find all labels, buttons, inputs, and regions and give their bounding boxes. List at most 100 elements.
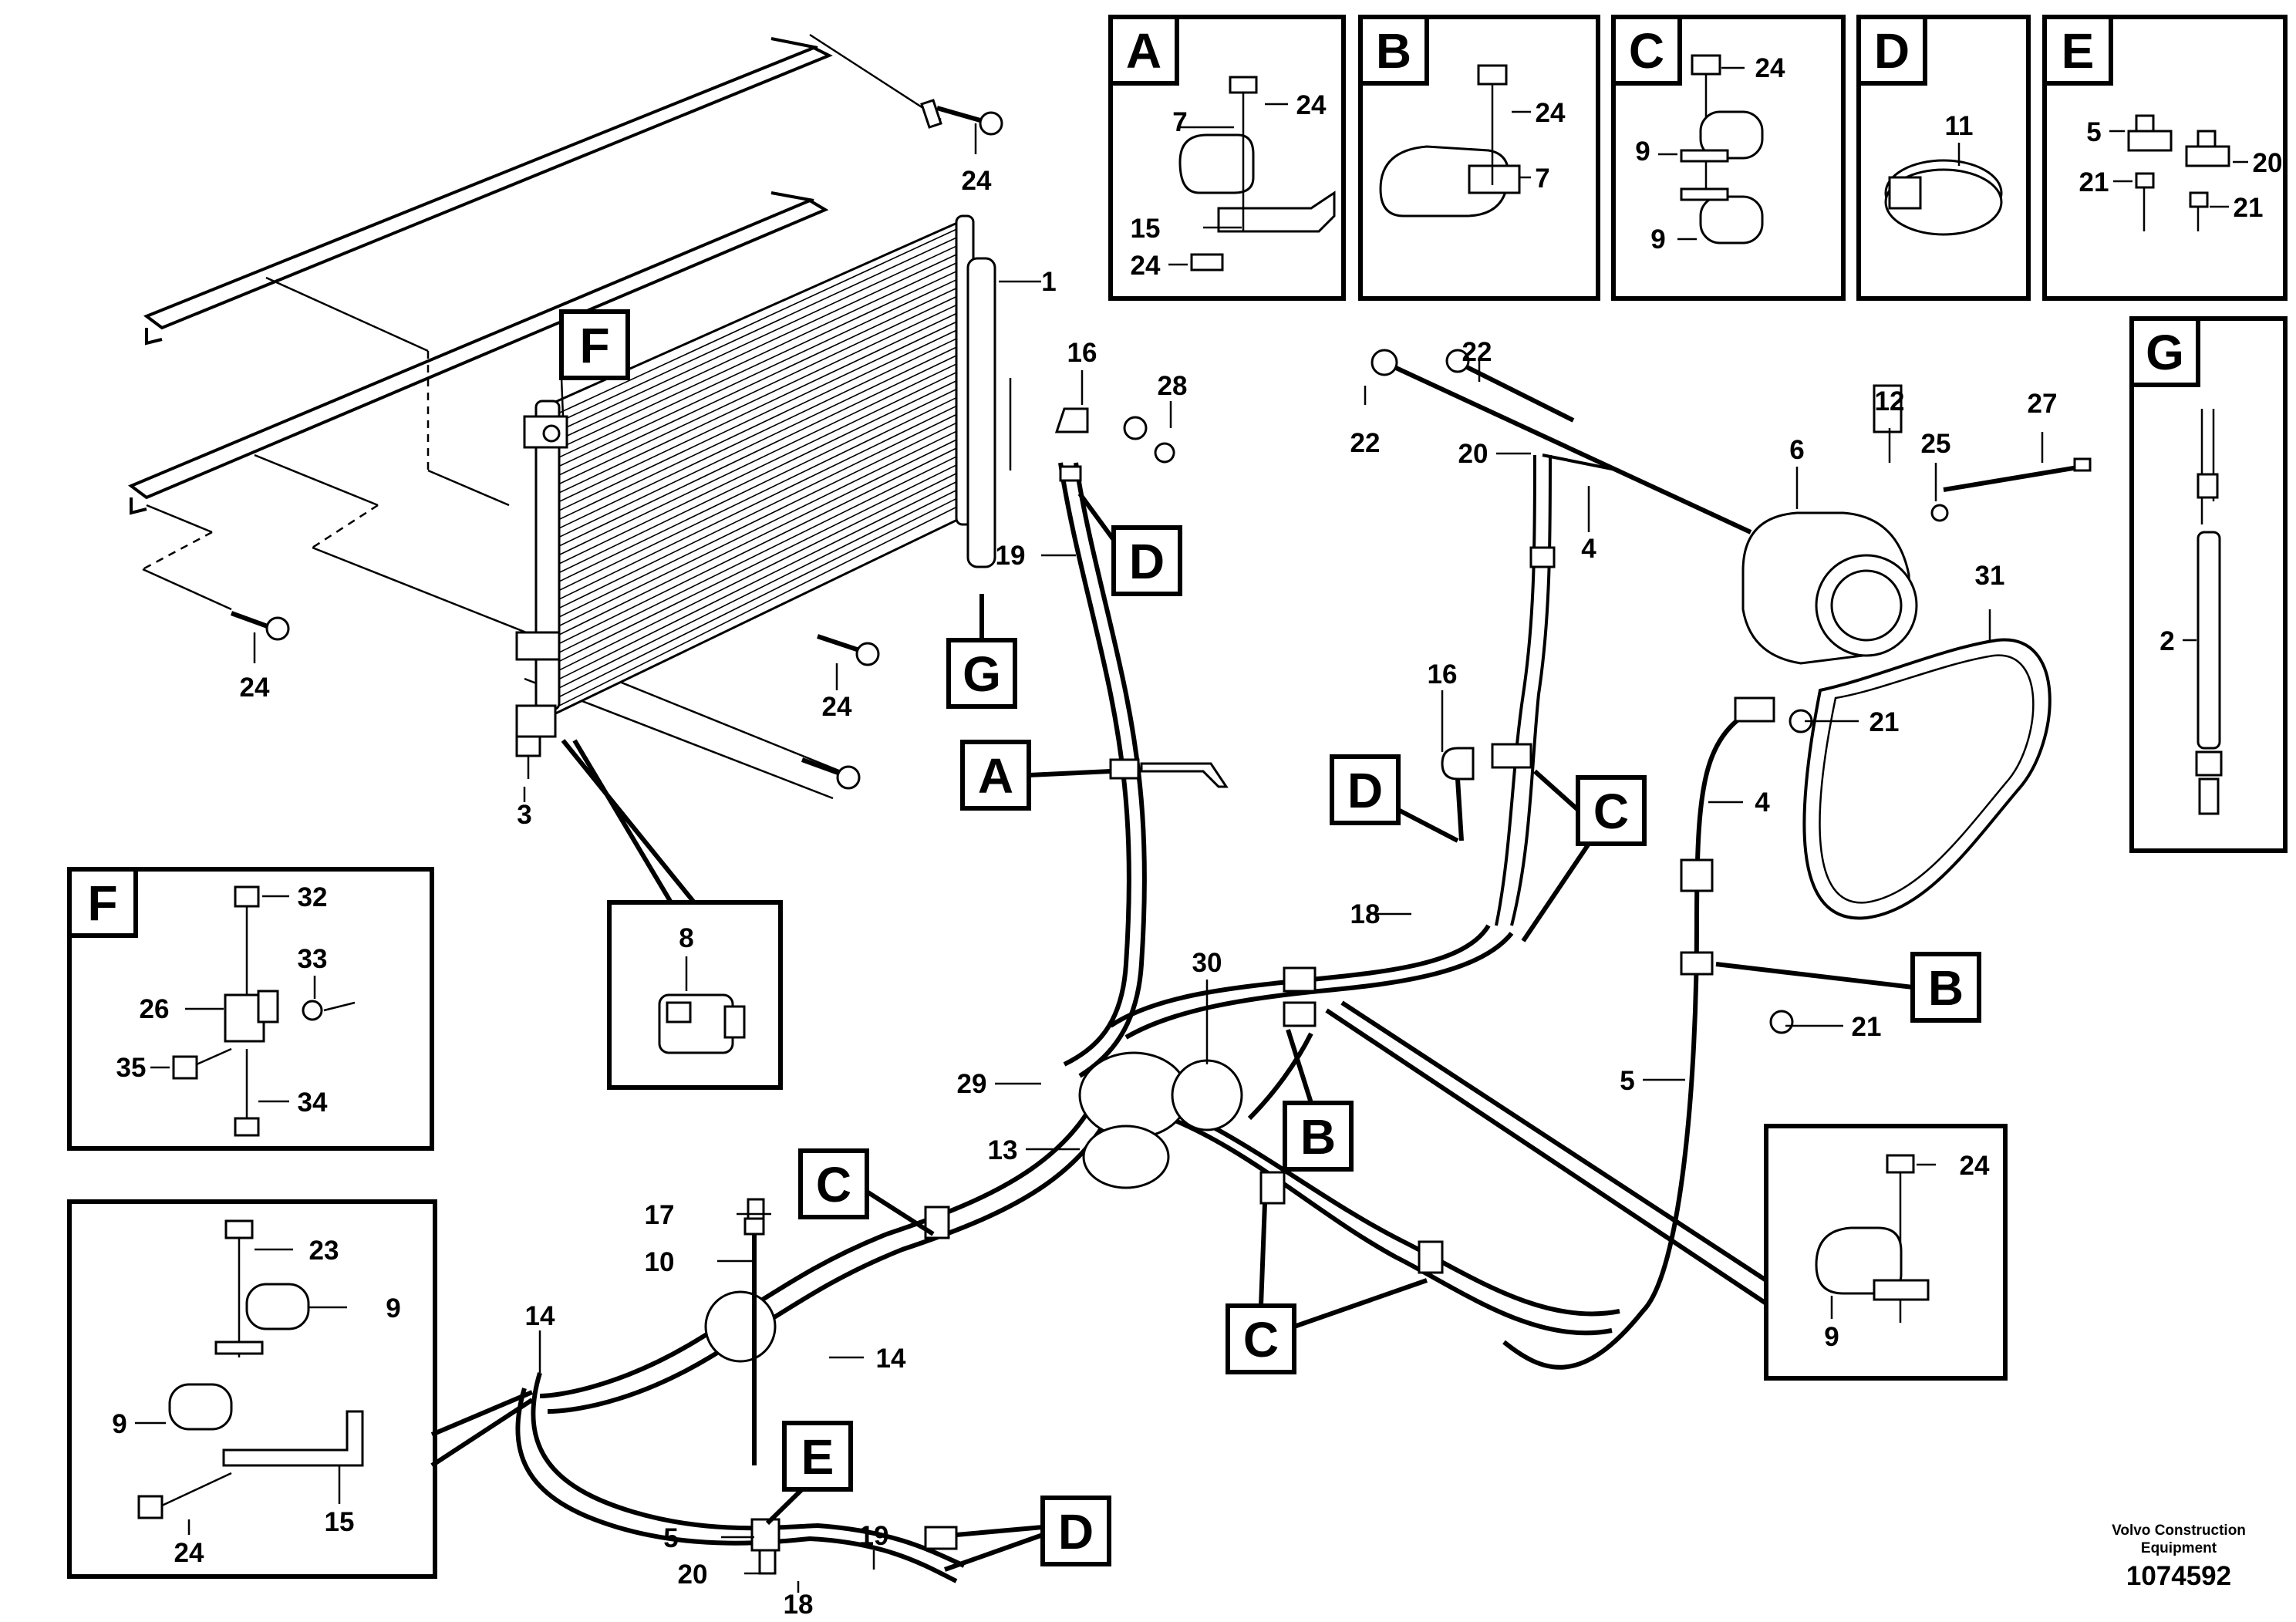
condenser-fin (551, 302, 961, 497)
callout-17: 17 (645, 1200, 675, 1230)
condenser-fin (551, 227, 961, 417)
main-letter-c2: C (816, 1157, 851, 1212)
main-letter-c3: C (1243, 1312, 1279, 1367)
detail-box-d: D 11 (1856, 15, 2031, 301)
main-letter-boxes: F G A D D C B B C C (430, 309, 1981, 1572)
condenser-fin (551, 496, 961, 702)
detail-e-label-21-right: 21 (2234, 193, 2264, 223)
condenser-fin (551, 420, 961, 622)
detail-d-label-11: 11 (1945, 111, 1974, 141)
detail-a-label-7: 7 (1172, 107, 1187, 137)
detail-box-a-letter: A (1126, 23, 1161, 79)
footer-company-line2: Equipment (2141, 1540, 2217, 1556)
condenser-fin (551, 437, 961, 639)
detail-box-b-letter: B (1376, 23, 1411, 79)
callout-14-right: 14 (876, 1344, 906, 1374)
detail-f-label-26: 26 (140, 994, 170, 1024)
condenser-fin (551, 336, 961, 533)
condenser-fin (551, 403, 961, 604)
callout-16-top: 16 (1067, 338, 1097, 368)
condenser-fin (551, 352, 961, 551)
callout-4-right: 4 (1755, 787, 1770, 818)
detail-box-clipset: 23 9 9 24 15 (67, 1199, 437, 1579)
clipset-label-24: 24 (174, 1538, 204, 1568)
condenser-fin (551, 504, 961, 710)
callout-12: 12 (1875, 386, 1905, 416)
callout-24-left: 24 (240, 673, 270, 703)
condenser-fin (551, 412, 961, 613)
callout-19-bottom: 19 (859, 1521, 889, 1551)
condenser-fin (551, 454, 961, 657)
condenser-fin (551, 235, 961, 427)
condenser-fin (551, 487, 961, 693)
screw-24-top (920, 99, 1003, 136)
footer-company-line1: Volvo Construction (2112, 1523, 2246, 1539)
callout-20-top: 20 (1458, 439, 1489, 469)
condenser-fin (551, 244, 961, 435)
callout-18-top: 18 (1350, 899, 1381, 929)
detail-e-label-20: 20 (2253, 148, 2283, 178)
callout-29: 29 (957, 1069, 987, 1099)
detail-box-c: C 24 9 9 (1611, 15, 1846, 301)
callout-30: 30 (1192, 948, 1222, 978)
detail-c-label-9-top: 9 (1635, 137, 1650, 167)
sensor-label-8: 8 (679, 923, 693, 953)
condenser-fin (551, 268, 961, 462)
clipset-label-23: 23 (309, 1236, 339, 1266)
lower-fittings (750, 1518, 958, 1575)
hose-4-and-20 (1491, 454, 1813, 1370)
callout-4-top: 4 (1581, 534, 1596, 564)
detail-f-label-35: 35 (116, 1053, 147, 1083)
condenser (515, 214, 996, 905)
main-letter-e: E (801, 1429, 834, 1485)
detail-g-label-2: 2 (2159, 626, 2174, 656)
main-callouts: 24 1 16 28 22 22 12 27 20 25 6 4 19 24 2… (240, 166, 2058, 1620)
detail-box-sensor: 8 (607, 900, 783, 1090)
condenser-fin (551, 277, 961, 470)
condenser-fin (551, 386, 961, 586)
clamp-label-9: 9 (1824, 1322, 1839, 1352)
detail-c-label-24: 24 (1755, 53, 1785, 83)
clamp-label-24: 24 (1960, 1151, 1990, 1181)
main-letter-f: F (579, 318, 609, 373)
condenser-fin (551, 260, 961, 453)
detail-box-g: G 2 (2129, 316, 2288, 853)
screw-24-low (801, 757, 861, 790)
condenser-fin (551, 311, 961, 506)
footer: Volvo Construction Equipment 1074592 (2112, 1523, 2246, 1591)
condenser-fin (551, 361, 961, 559)
detail-a-label-24-bottom: 24 (1131, 251, 1161, 281)
detail-f-label-34: 34 (298, 1088, 328, 1118)
clipset-label-9-top: 9 (386, 1293, 400, 1324)
main-letter-c1: C (1593, 784, 1629, 839)
callout-21-lower: 21 (1852, 1012, 1882, 1042)
main-letter-a: A (978, 748, 1013, 804)
mounting-brackets (128, 33, 942, 515)
compressor (1741, 384, 1918, 665)
detail-box-b: B 24 7 (1358, 15, 1600, 301)
detail-box-f-letter: F (87, 875, 117, 931)
detail-f-label-32: 32 (298, 882, 328, 912)
clipset-label-9-bottom: 9 (112, 1409, 126, 1439)
callout-24-top: 24 (962, 166, 992, 196)
main-letter-d1: D (1129, 534, 1165, 589)
callout-27: 27 (2028, 389, 2058, 419)
clipset-label-15: 15 (325, 1507, 355, 1537)
detail-c-label-9-bottom: 9 (1650, 224, 1665, 255)
detail-a-label-15: 15 (1131, 214, 1161, 244)
screw-24-left (230, 611, 290, 641)
condenser-fin (551, 294, 961, 488)
callout-31: 31 (1975, 561, 2005, 591)
callout-10: 10 (645, 1247, 675, 1277)
detail-b-label-7: 7 (1535, 164, 1549, 194)
callout-24-mid: 24 (822, 692, 852, 722)
condenser-fin (551, 479, 961, 684)
callout-1: 1 (1041, 267, 1056, 297)
condenser-fin (551, 285, 961, 480)
condenser-fin (551, 252, 961, 444)
callout-leaders (253, 123, 2044, 1593)
detail-box-clamp: 24 9 (1764, 1124, 2008, 1381)
condenser-fin (551, 445, 961, 649)
callout-14-left: 14 (525, 1301, 555, 1331)
